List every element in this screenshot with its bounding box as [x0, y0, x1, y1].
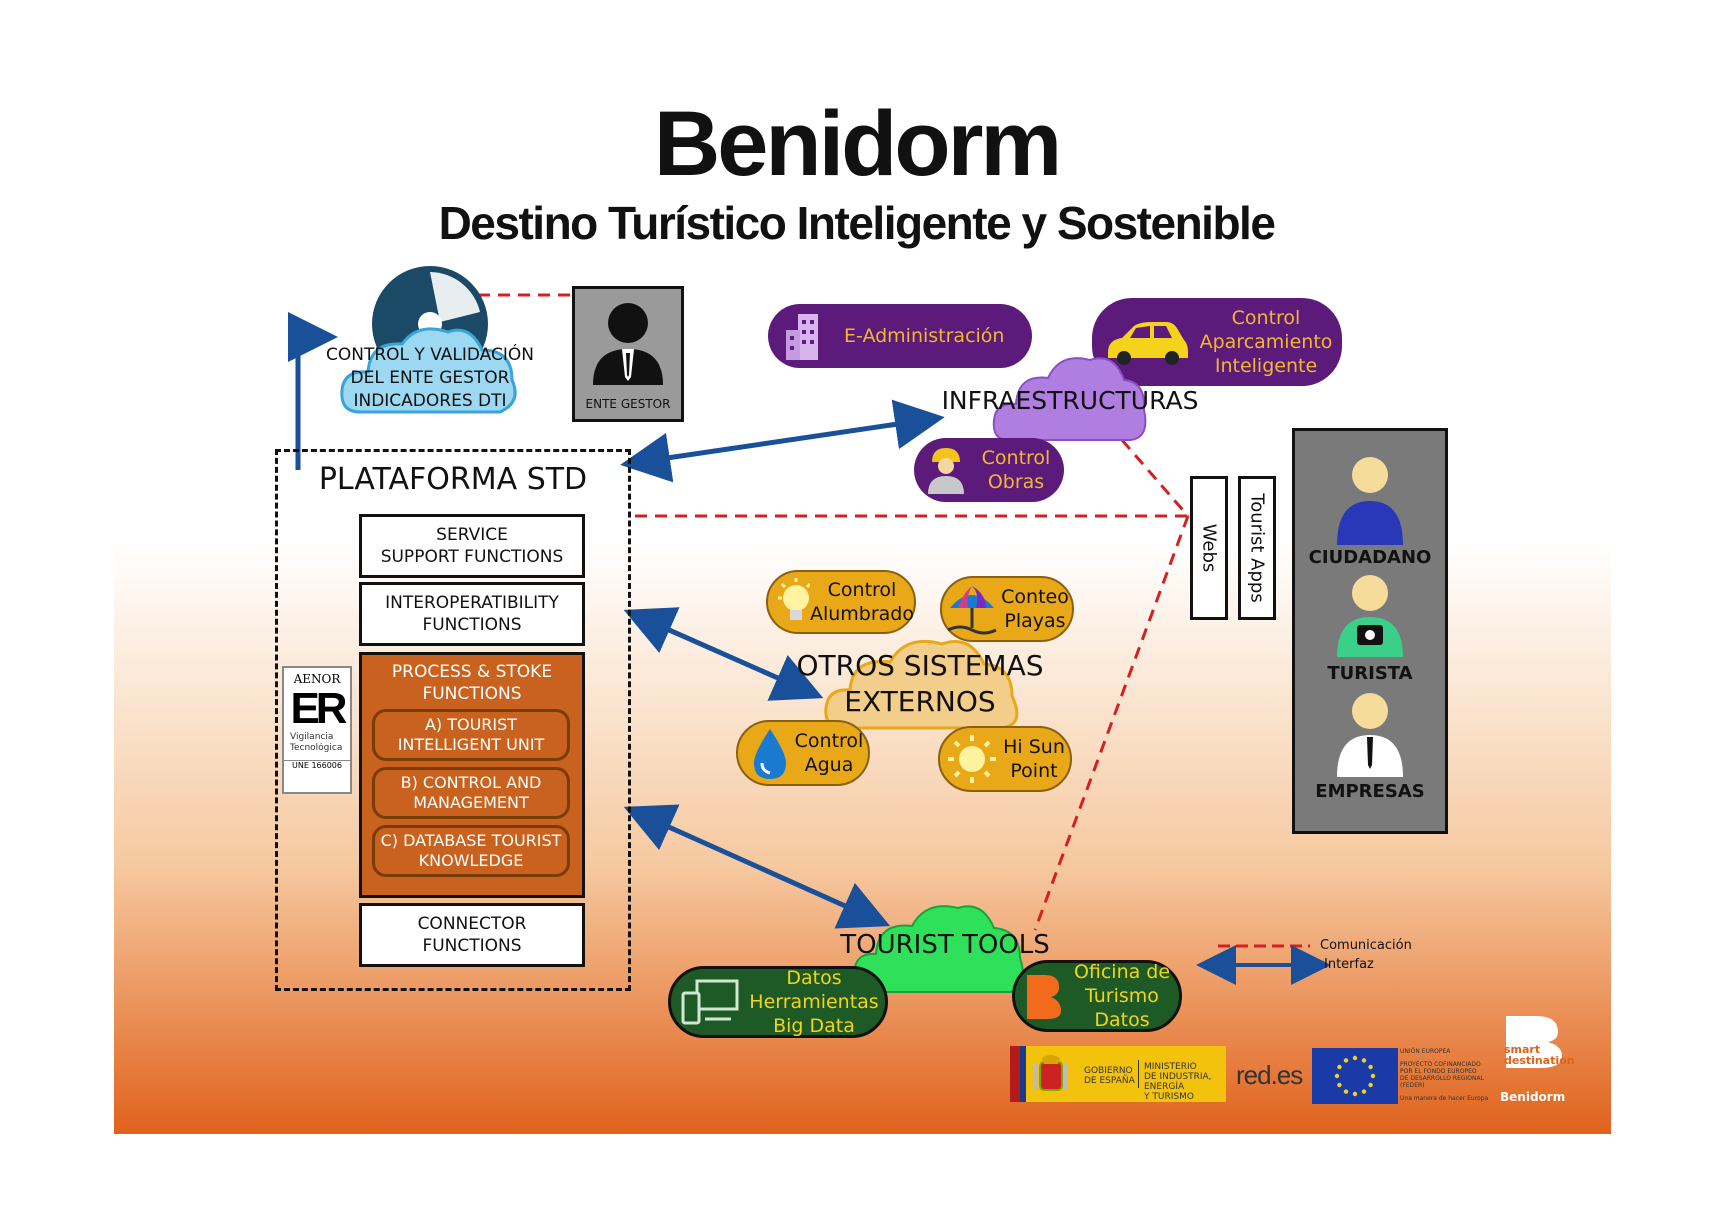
interface-arrows [288, 312, 945, 929]
sun-icon [948, 735, 996, 783]
hi-sun-point: Hi Sun Point [938, 726, 1072, 792]
infraestructuras-cloud [992, 357, 1147, 441]
beach-umbrella-icon [947, 586, 997, 635]
process-title-1: PROCESS & STOKE [391, 662, 553, 682]
communication-lines [478, 293, 1190, 931]
infraestructuras-label: INFRAESTRUCTURAS [941, 386, 1199, 415]
eu-star [1352, 1091, 1358, 1097]
page-title: Benidorm [653, 93, 1062, 195]
eu-star [1370, 1073, 1376, 1079]
ciudadano-label: CIUDADANO [1308, 547, 1432, 568]
interoperability-box: INTEROPERATIBILITY FUNCTIONS [359, 582, 585, 646]
eu-star [1334, 1073, 1340, 1079]
process-box: PROCESS & STOKE FUNCTIONS [359, 652, 585, 898]
control-cloud-label: CONTROL Y VALIDACIÓN DEL ENTE GESTOR IND… [326, 345, 534, 411]
users-panel: CIUDADANO TURISTA EMPRESAS [1292, 428, 1448, 834]
otros-cloud [824, 639, 1019, 730]
otros-label: OTROS SISTEMAS EXTERNOS [796, 649, 1044, 718]
gobierno-logo: GOBIERNO DE ESPAÑA MINISTERIO DE INDUSTR… [1010, 1046, 1226, 1102]
control-alumbrado: Control Alumbrado [766, 570, 916, 634]
eu-star [1368, 1082, 1373, 1088]
empresas-label: EMPRESAS [1315, 781, 1425, 802]
manager-icon [593, 303, 663, 385]
legend-comunicacion: Comunicación [1320, 938, 1412, 953]
ciudadano-icon [1337, 457, 1403, 545]
eu-star [1343, 1089, 1349, 1094]
benidorm-b-icon [1027, 975, 1061, 1019]
process-title-2: FUNCTIONS [422, 684, 522, 704]
legend-lines [1196, 944, 1331, 985]
tourist-tools-label: TOURIST TOOLS [840, 930, 1050, 960]
control-aparcamiento: Control Aparcamiento Inteligente [1092, 298, 1342, 386]
conteo-playas: Conteo Playas [940, 576, 1074, 642]
ente-gestor-label: ENTE GESTOR [585, 397, 671, 411]
aenor-mark: ER [290, 684, 347, 733]
water-drop-icon [754, 729, 786, 779]
devices-icon [681, 979, 739, 1025]
car-icon [1108, 322, 1188, 365]
e-administracion: E-Administración [768, 304, 1032, 368]
process-a: A) TOURIST INTELLIGENT UNIT [372, 709, 570, 761]
turista-icon [1337, 575, 1403, 657]
connector-box: CONNECTOR FUNCTIONS [359, 903, 585, 967]
feder-text: UNIÓN EUROPEA PROYECTO COFINANCIADO POR … [1400, 1048, 1489, 1102]
worker-icon [928, 448, 964, 494]
webs-channel: Webs [1190, 476, 1228, 620]
eu-star [1337, 1082, 1342, 1088]
eu-star [1337, 1064, 1342, 1070]
process-c: C) DATABASE TOURIST KNOWLEDGE [372, 825, 570, 877]
tourist-apps-channel: Tourist Apps [1238, 476, 1276, 620]
smart-destination-logo: smart destination Benidorm [1500, 1010, 1575, 1110]
control-obras: Control Obras [914, 438, 1064, 502]
eu-star [1352, 1055, 1358, 1061]
process-b: B) CONTROL AND MANAGEMENT [372, 767, 570, 819]
eu-star [1361, 1058, 1367, 1063]
ente-gestor-box: ENTE GESTOR [572, 286, 684, 422]
coat-of-arms-icon [1034, 1055, 1068, 1091]
eu-flag [1312, 1048, 1398, 1104]
eu-star [1343, 1058, 1349, 1063]
control-cloud [340, 266, 517, 414]
lightbulb-icon [778, 578, 810, 620]
smart-b-icon [1506, 1016, 1562, 1068]
turista-label: TURISTA [1327, 663, 1413, 684]
eu-stars-icon [1334, 1055, 1376, 1097]
aenor-badge: AENOR ER Vigilancia Tecnológica UNE 1660… [282, 666, 352, 794]
page-subtitle: Destino Turístico Inteligente y Sostenib… [438, 197, 1276, 249]
redes-logo: red.es [1236, 1060, 1303, 1090]
building-icon [786, 314, 818, 360]
plataforma-std [275, 449, 631, 991]
control-agua: Control Agua [736, 720, 870, 786]
oficina-turismo: Oficina de Turismo Datos [1012, 960, 1182, 1032]
service-support-box: SERVICE SUPPORT FUNCTIONS [359, 514, 585, 578]
legend-interfaz: Interfaz [1324, 957, 1374, 972]
eu-star [1361, 1089, 1367, 1094]
empresas-icon [1337, 693, 1403, 777]
datos-big-data: Datos Herramientas Big Data [668, 966, 888, 1038]
eu-star [1368, 1064, 1373, 1070]
plataforma-title: PLATAFORMA STD [318, 462, 588, 497]
